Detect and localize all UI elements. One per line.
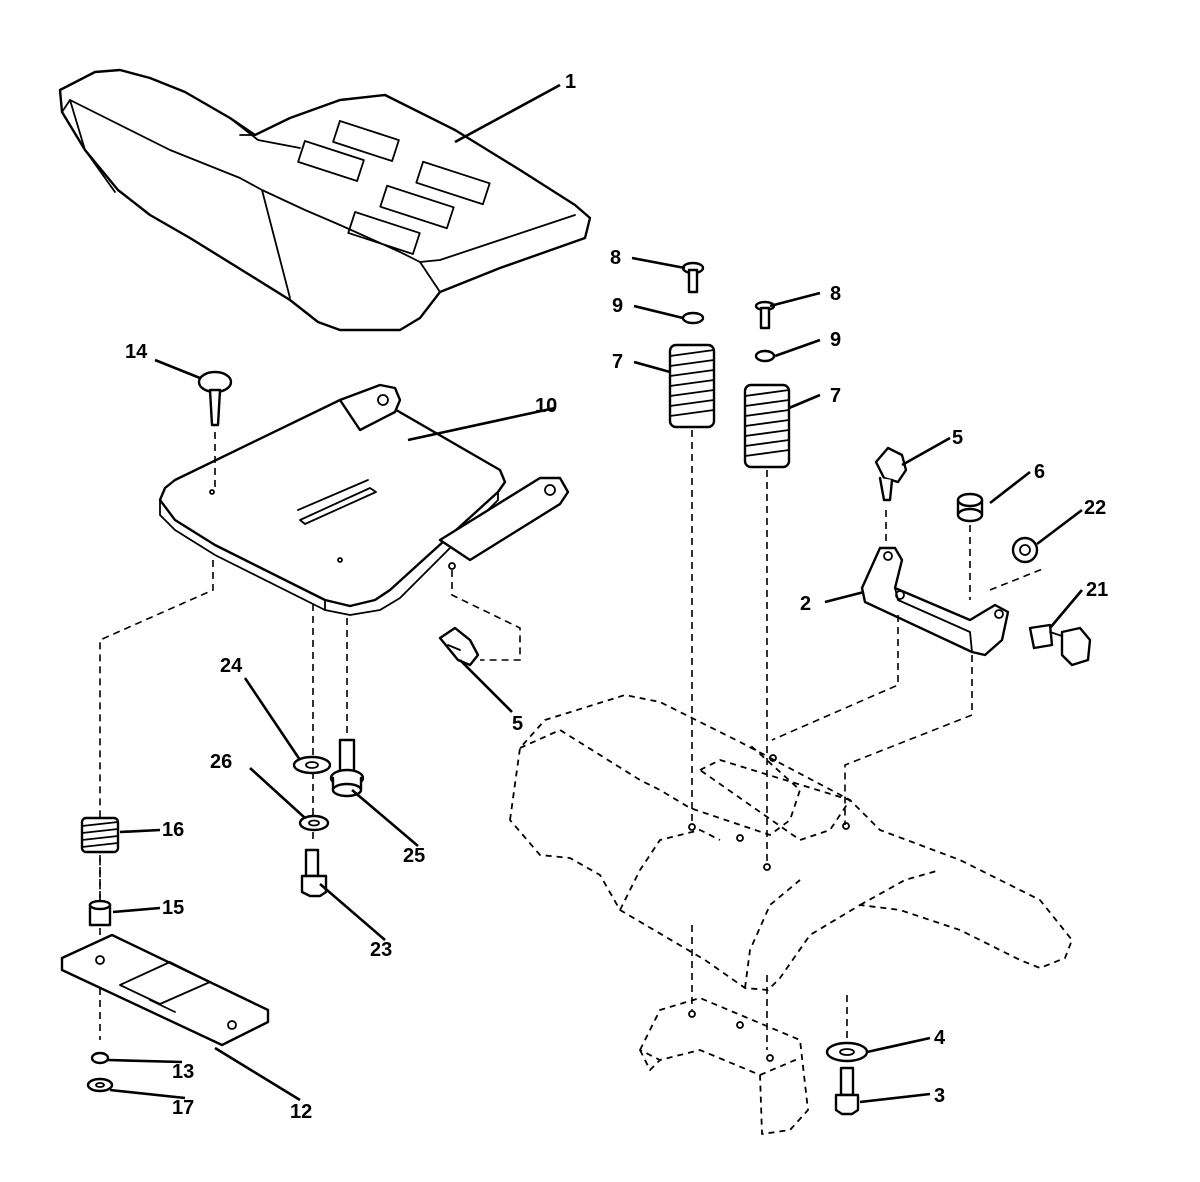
callout-3: 3 [934, 1085, 945, 1107]
bushing-6 [956, 492, 984, 523]
seat-switch-clip-left [438, 626, 480, 667]
nut-22 [1011, 536, 1039, 564]
spring-7-left [668, 343, 716, 429]
centerline [451, 570, 521, 661]
washer-4 [825, 1041, 869, 1063]
nut-13 [90, 1051, 110, 1065]
adjustment-knob [197, 370, 233, 427]
callout-1: 1 [565, 71, 576, 93]
leader-lines [107, 83, 1083, 1104]
callout-17: 17 [172, 1097, 194, 1119]
callout-26: 26 [210, 751, 232, 773]
callout-22: 22 [1084, 497, 1106, 519]
callout-21: 21 [1086, 579, 1108, 601]
bolt-3 [834, 1066, 860, 1116]
callout-15: 15 [162, 897, 184, 919]
callout-6: 6 [1034, 461, 1045, 483]
callout-10: 10 [535, 395, 557, 417]
callout-25: 25 [403, 845, 425, 867]
callout-8-right: 8 [830, 283, 841, 305]
callout-24: 24 [220, 655, 243, 677]
washer-9-left [681, 311, 705, 325]
callout-8-left: 8 [610, 247, 621, 269]
spring-16 [80, 816, 120, 854]
knob-bolt-21 [1028, 623, 1092, 667]
callout-5-left: 5 [512, 713, 523, 735]
callout-23: 23 [370, 939, 392, 961]
centerline [844, 655, 973, 825]
washer-26 [298, 814, 330, 832]
callout-13: 13 [172, 1061, 194, 1083]
callout-16: 16 [162, 819, 184, 841]
callout-14: 14 [125, 341, 148, 363]
callout-5-right: 5 [952, 427, 963, 449]
bolt-23 [300, 848, 328, 898]
seat-pan [158, 383, 570, 616]
spring-7-right [743, 383, 791, 469]
centerline [771, 615, 899, 741]
seat-bracket-2 [860, 546, 1010, 657]
callout-12: 12 [290, 1101, 312, 1123]
seat [58, 68, 592, 332]
washer-9-right [754, 349, 776, 363]
washer-17 [86, 1077, 114, 1093]
callout-7-left: 7 [612, 351, 623, 373]
bolt-8-left [681, 261, 705, 294]
washer-24 [292, 755, 332, 775]
callout-9-left: 9 [612, 295, 623, 317]
mounting-plate-12 [60, 933, 270, 1047]
callout-2: 2 [800, 593, 811, 615]
shoulder-bolt-25 [329, 738, 365, 798]
seat-switch-clip-right [874, 446, 908, 502]
lower-frame-bracket-phantom [639, 997, 809, 1135]
centerline [99, 560, 214, 900]
bolt-8-right [754, 300, 776, 330]
callout-4: 4 [934, 1027, 946, 1049]
bushing-15 [88, 899, 112, 927]
tractor-frame-phantom [509, 694, 1073, 991]
centerline [989, 567, 1046, 591]
callout-7-right: 7 [830, 385, 841, 407]
callout-9-right: 9 [830, 329, 841, 351]
